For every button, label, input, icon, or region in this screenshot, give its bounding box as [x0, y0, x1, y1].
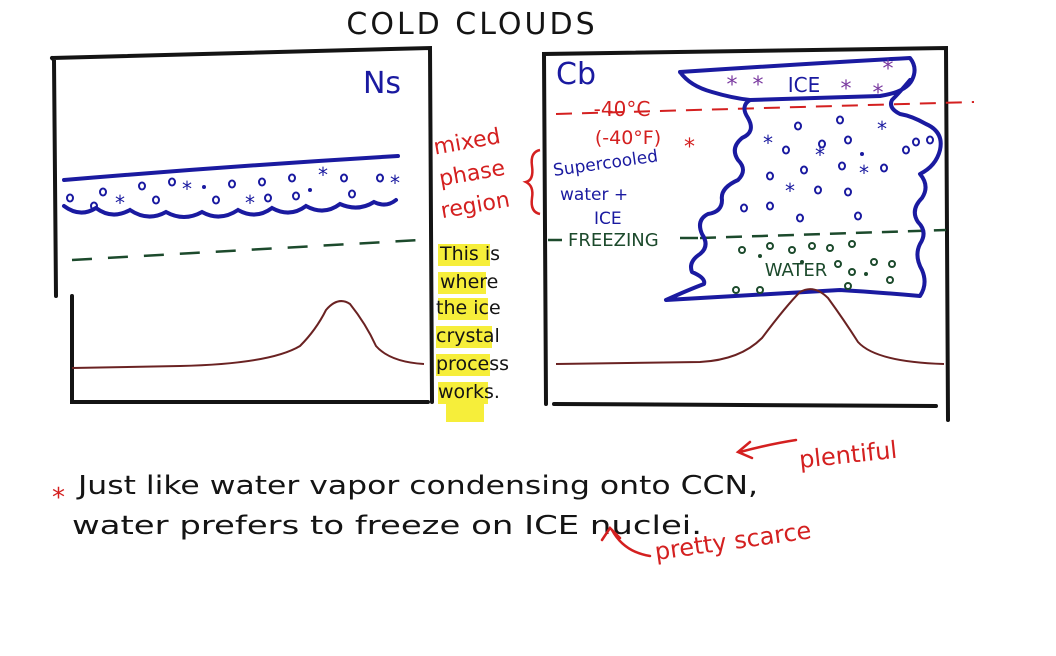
cb-panel: Cb -40°C (-40°F) * Supercooled water + I…	[541, 45, 975, 422]
svg-text:*: *	[785, 179, 795, 203]
plentiful-arrow	[735, 438, 798, 460]
cb-water-droplets	[732, 240, 896, 294]
footnote-line-2: water prefers to freeze on ICE nuclei.	[72, 511, 702, 541]
cb-mountain	[555, 288, 945, 365]
anvil-left-edge	[678, 70, 751, 102]
scarce-arrow	[600, 526, 652, 558]
anvil-ice-crystals: * * * * *	[727, 57, 894, 106]
mixed-phase-brace	[522, 148, 541, 216]
highlight-5	[436, 354, 490, 376]
content-line-3: ICE	[594, 209, 622, 229]
highlight-4	[436, 326, 492, 348]
ns-panel-frame	[50, 45, 434, 404]
water-label: WATER	[765, 260, 828, 281]
highlight-1	[438, 244, 490, 266]
footnote-line-1: Just like water vapor condensing onto CC…	[76, 471, 758, 501]
note-line-4: crystal	[436, 325, 500, 347]
mixed-phase-label: mixed phase region	[432, 124, 512, 224]
svg-text:*: *	[753, 73, 764, 98]
ns-mountain	[71, 300, 425, 369]
svg-text:*: *	[115, 191, 125, 215]
ice-label: ICE	[788, 73, 821, 97]
note-line-1: This is	[439, 243, 500, 265]
temp-fahrenheit: (-40°F)	[595, 127, 661, 149]
ns-ice-crystals: * * * * *	[115, 163, 400, 215]
highlight-3	[438, 298, 488, 320]
minus-40-level	[555, 101, 975, 115]
note-line-6: works.	[438, 381, 500, 403]
svg-text:*: *	[877, 117, 887, 141]
plentiful-note: plentiful	[798, 436, 899, 474]
footnote-asterisk: *	[52, 483, 65, 513]
freezing-label: FREEZING	[568, 230, 659, 251]
content-line-2: water +	[560, 185, 628, 205]
svg-text:*: *	[883, 57, 894, 82]
svg-text:*: *	[727, 73, 738, 98]
cumulonimbus-cloud	[664, 56, 943, 302]
svg-text:*: *	[763, 131, 773, 155]
ns-panel: Ns * * * * *	[50, 45, 434, 404]
footnote: * Just like water vapor condensing onto …	[52, 436, 898, 566]
nimbostratus-cloud	[62, 154, 400, 219]
ns-dots	[202, 185, 312, 192]
svg-text:*: *	[815, 143, 825, 167]
cb-water-dots	[758, 254, 868, 276]
note-line-2: where	[440, 271, 498, 293]
content-line-1: Supercooled	[552, 146, 659, 180]
svg-text:*: *	[390, 171, 400, 195]
highlight-6	[438, 382, 488, 404]
ns-droplets	[66, 173, 384, 211]
cb-freezing-level	[699, 228, 947, 240]
cb-mixed-ice-crystals: * * * * *	[763, 117, 887, 203]
note-line-5: process	[436, 353, 509, 375]
highlight-7	[446, 404, 484, 422]
cb-dot	[860, 152, 864, 156]
cb-supercooled-droplets	[740, 115, 934, 223]
note-line-3: the ice	[436, 297, 501, 319]
svg-text:*: *	[182, 177, 192, 201]
cb-label: Cb	[556, 57, 596, 92]
svg-text:*: *	[318, 163, 328, 187]
cb-panel-frame	[541, 45, 950, 422]
svg-text:*: *	[245, 191, 255, 215]
svg-text:*: *	[873, 81, 884, 106]
ice-nuclei-asterisk: *	[684, 135, 695, 160]
mixed-phase-line-3: region	[439, 187, 512, 224]
svg-text:*: *	[859, 161, 869, 185]
highlight-2	[438, 272, 486, 294]
mixed-phase-line-1: mixed	[432, 124, 503, 160]
ns-label: Ns	[363, 66, 401, 101]
page-title: COLD CLOUDS	[346, 7, 597, 42]
mixed-phase-line-2: phase	[437, 156, 507, 192]
ice-crystal-note: This is where the ice crystal process wo…	[436, 243, 509, 422]
svg-text:*: *	[841, 77, 852, 102]
temp-celsius: -40°C	[594, 97, 651, 121]
ns-freezing-level	[71, 238, 421, 262]
mixed-phase-contents: Supercooled water + ICE	[552, 146, 659, 229]
